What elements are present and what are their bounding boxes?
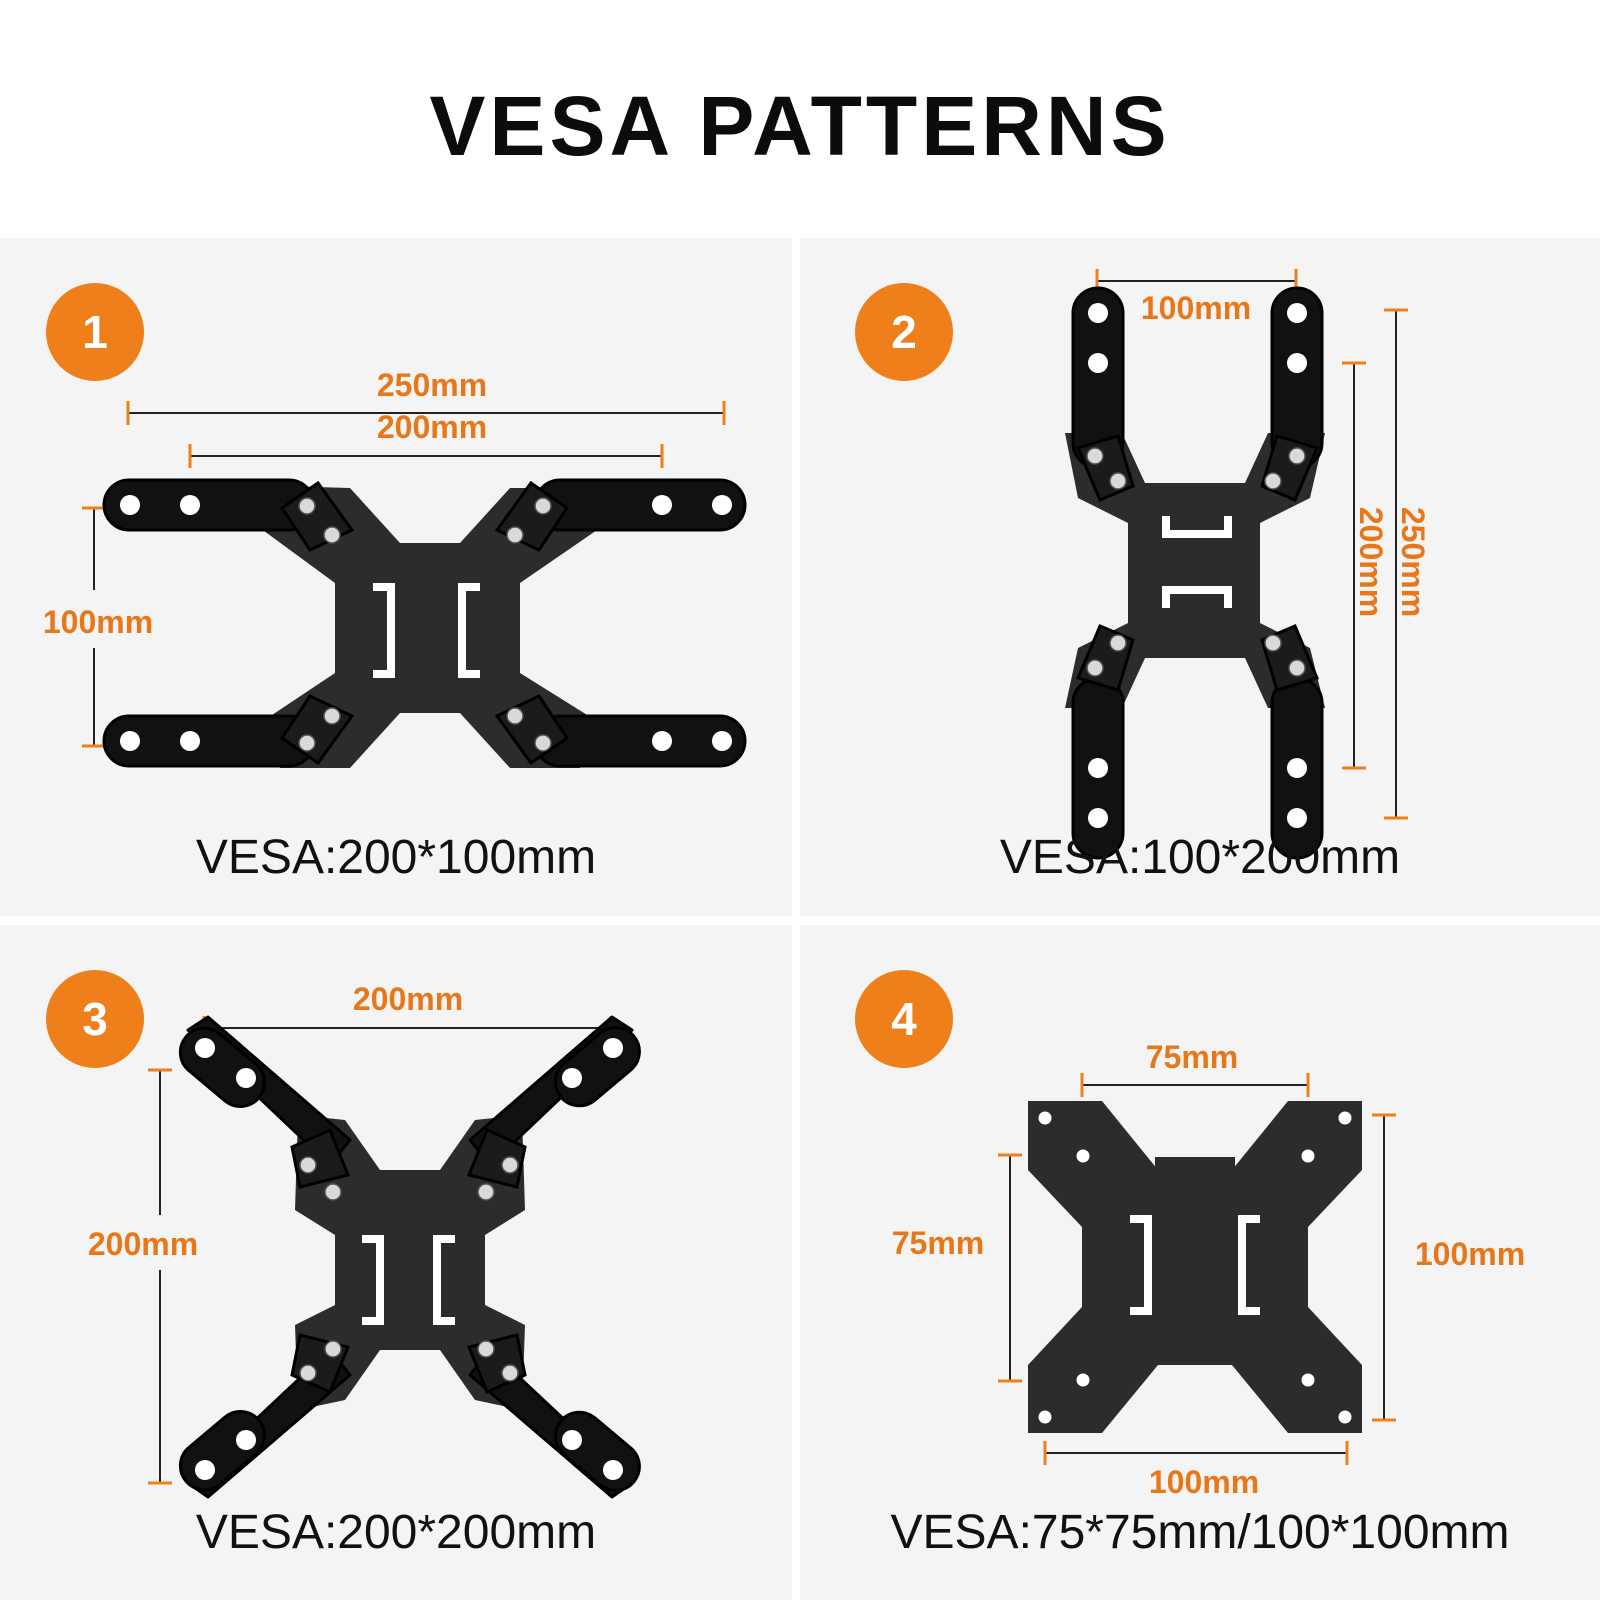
step-badge-2: 2 (855, 283, 953, 381)
dimension-75mm-left: 75mm (892, 1153, 1022, 1383)
dim-label-200-horizontal: 200mm (353, 981, 463, 1017)
caption-2: VESA:100*200mm (999, 831, 1401, 884)
dim-label-75-left: 75mm (892, 1225, 985, 1261)
dimension-100mm: 100mm (43, 506, 153, 748)
dim-label-75-top: 75mm (1146, 1039, 1239, 1075)
dimension-200mm-vertical: 200mm (1342, 361, 1389, 770)
mount-bracket (102, 478, 747, 768)
dim-label-200: 200mm (377, 409, 487, 445)
mount-bracket (1065, 286, 1325, 860)
dim-label-250: 250mm (377, 367, 487, 403)
dimension-200mm-horizontal: 200mm (202, 981, 613, 1040)
bracket-diagram-3: 200mm 200mm (88, 981, 641, 1499)
page-title: VESA PATTERNS (429, 79, 1171, 173)
dimension-200mm-vertical: 200mm (88, 1068, 198, 1485)
dimension-200mm: 200mm (188, 409, 664, 468)
bracket-diagram-4: 75mm 75mm 100mm 100mm (892, 1039, 1525, 1500)
dimension-100mm-bottom: 100mm (1043, 1441, 1349, 1500)
caption-3: VESA:200*200mm (195, 1506, 597, 1559)
dim-label-100-right: 100mm (1415, 1236, 1525, 1272)
panel-vesa-75-100: 4 75mm 75mm 100mm 100mm (800, 925, 1600, 1600)
caption-1: VESA:200*100mm (195, 831, 597, 884)
dim-label-250: 250mm (1395, 507, 1431, 617)
step-badge-4: 4 (855, 970, 953, 1068)
dimension-250mm: 250mm (126, 367, 726, 425)
panel-vesa-200x200: 3 200mm 200mm (0, 925, 792, 1600)
bracket-diagram-2: 100mm 200mm 250mm (1065, 269, 1431, 860)
panel-vesa-200x100: 1 250mm 200mm 100mm (0, 238, 792, 916)
dim-label-100: 100mm (1141, 290, 1251, 326)
dimension-100mm-right: 100mm (1372, 1113, 1525, 1422)
dim-label-100-bottom: 100mm (1149, 1464, 1259, 1500)
panel-vesa-100x200: 2 100mm 200mm 250mm (800, 238, 1600, 916)
step-badge-1: 1 (46, 283, 144, 381)
dimension-75mm-top: 75mm (1080, 1039, 1310, 1097)
step-badge-3: 3 (46, 970, 144, 1068)
dimension-250mm-vertical: 250mm (1384, 308, 1431, 820)
mount-plate (1028, 1101, 1362, 1433)
caption-4: VESA:75*75mm/100*100mm (890, 1506, 1510, 1559)
dim-label-200-vertical: 200mm (88, 1226, 198, 1262)
dim-label-100: 100mm (43, 604, 153, 640)
dim-label-200: 200mm (1353, 507, 1389, 617)
bracket-diagram-1: 250mm 200mm 100mm (43, 367, 747, 768)
mount-bracket (178, 1015, 641, 1499)
dimension-100mm-top: 100mm (1095, 269, 1298, 326)
